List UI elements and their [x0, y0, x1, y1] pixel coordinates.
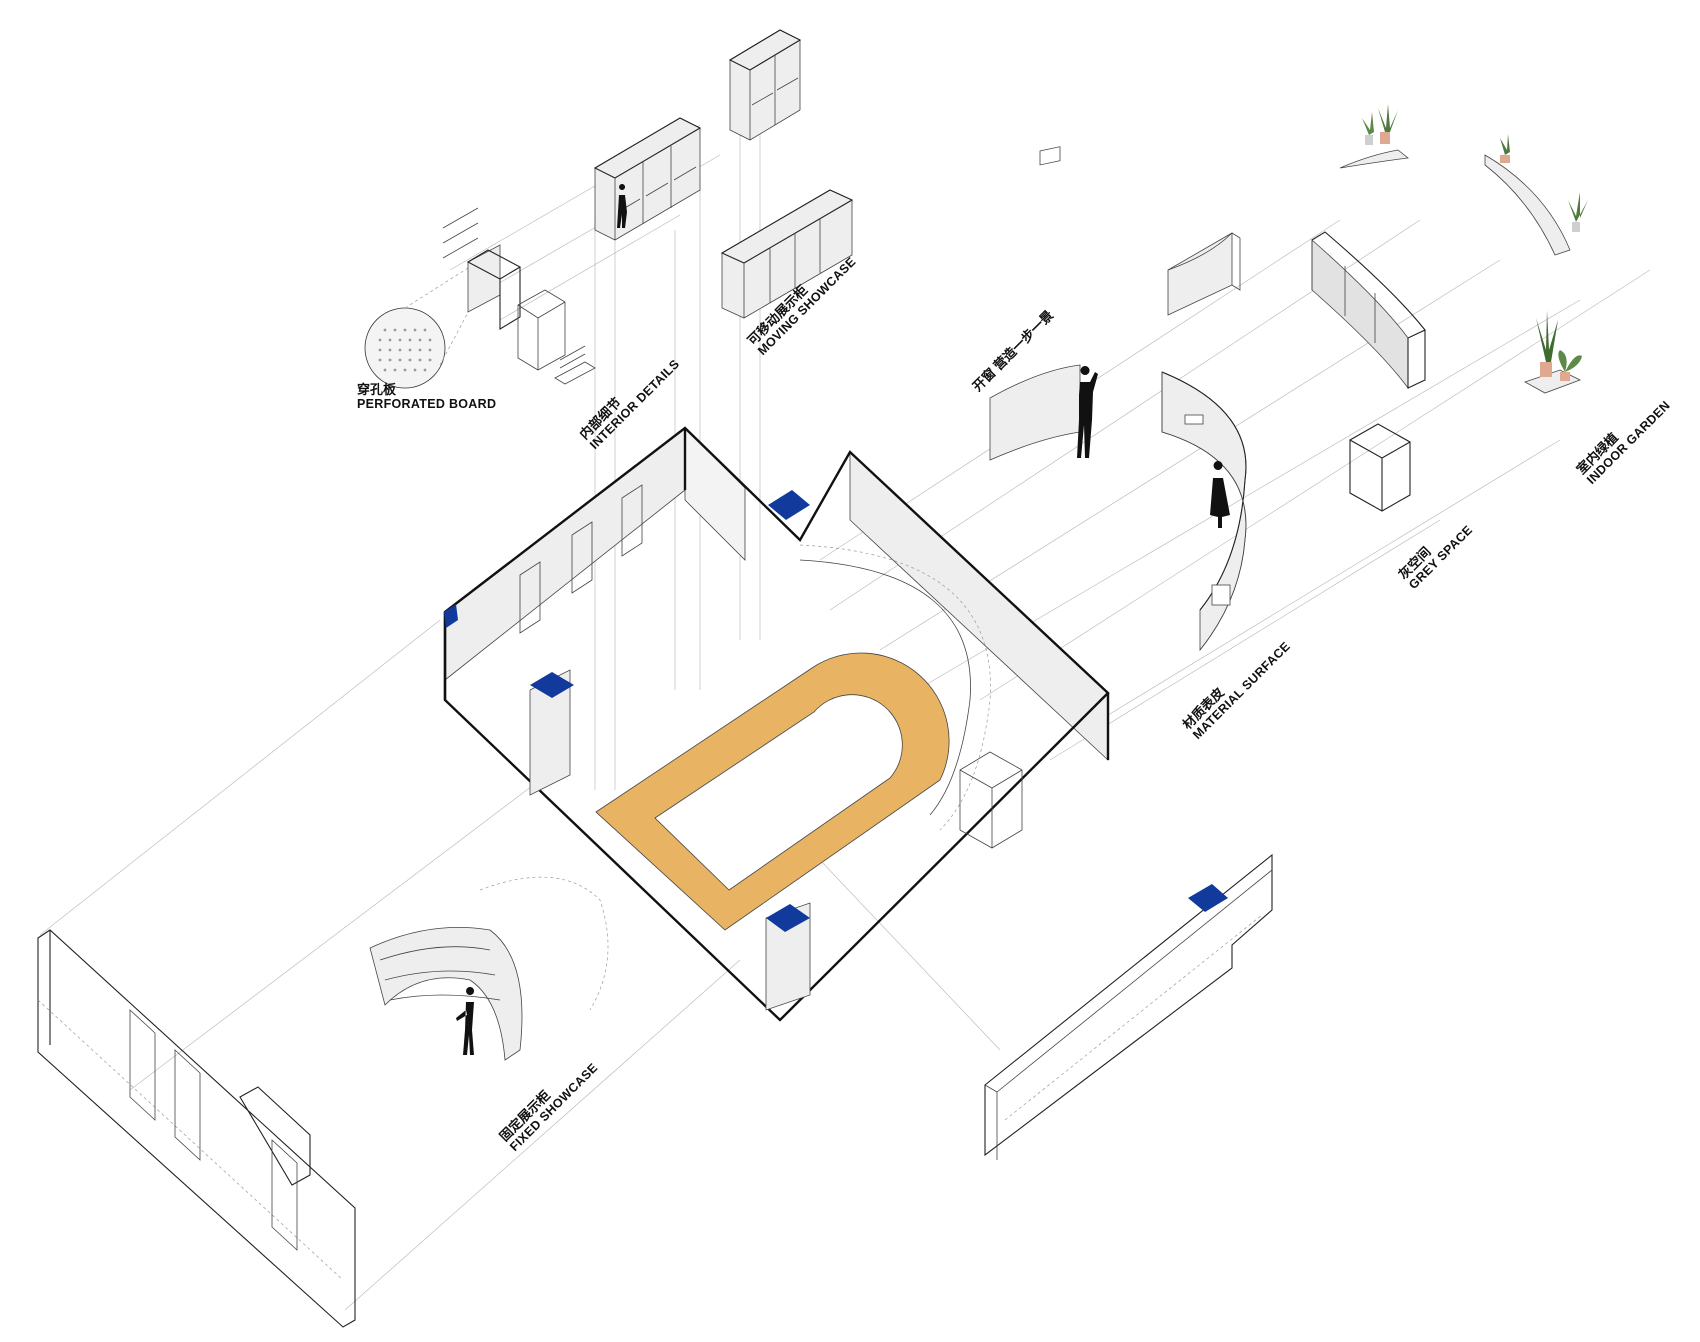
label-indoor-garden: 室内绿植 INDOOR GARDEN [1574, 398, 1673, 487]
column-cap-lower-right [1188, 884, 1228, 912]
grey-space-box [1349, 423, 1411, 512]
column-cap-corner-left [444, 604, 458, 628]
label-fixed-showcase-en: FIXED SHOWCASE [507, 1061, 600, 1154]
person-silhouette-small [617, 184, 627, 228]
indoor-garden [1339, 104, 1588, 394]
interior-details-shelving [593, 117, 702, 241]
running-track [595, 652, 950, 931]
label-fixed-showcase: 固定展示柜 FIXED SHOWCASE [497, 1061, 601, 1154]
moving-showcase [720, 29, 854, 319]
label-grey-space: 灰空间 GREY SPACE [1396, 523, 1476, 592]
open-window-wall [989, 146, 1098, 461]
perforated-board-detail-circle [364, 307, 446, 389]
column-cap-top [768, 490, 810, 520]
main-room-back-wall-right [849, 451, 1109, 761]
perforation-dots [378, 328, 432, 372]
label-perforated-board: 穿孔板 PERFORATED BOARD [357, 382, 496, 411]
projection-lines [39, 110, 1651, 1311]
main-room-back-wall-left [444, 427, 686, 681]
grey-space-elements [1167, 231, 1426, 512]
material-surface-curved-wall [1161, 371, 1247, 652]
label-interior-details-en: INTERIOR DETAILS [587, 357, 682, 452]
label-perforated-board-cn: 穿孔板 [357, 382, 397, 397]
main-room [443, 426, 1110, 1022]
lower-right-slab [984, 853, 1273, 1160]
column-cap-left [530, 672, 574, 698]
fixed-showcase [369, 876, 609, 1061]
person-silhouette-coat [1210, 461, 1230, 528]
main-room-outline [443, 426, 1110, 1022]
label-perforated-board-en: PERFORATED BOARD [357, 397, 496, 411]
label-material-surface-en: MATERIAL SURFACE [1190, 639, 1293, 742]
column-cap-front [766, 904, 810, 932]
person-silhouette-window [1077, 366, 1098, 458]
lower-left-slab [37, 929, 356, 1328]
label-interior-details: 内部细节 INTERIOR DETAILS [577, 357, 683, 452]
perforated-board-assembly [364, 207, 596, 389]
person-silhouette-showcase [456, 987, 475, 1055]
